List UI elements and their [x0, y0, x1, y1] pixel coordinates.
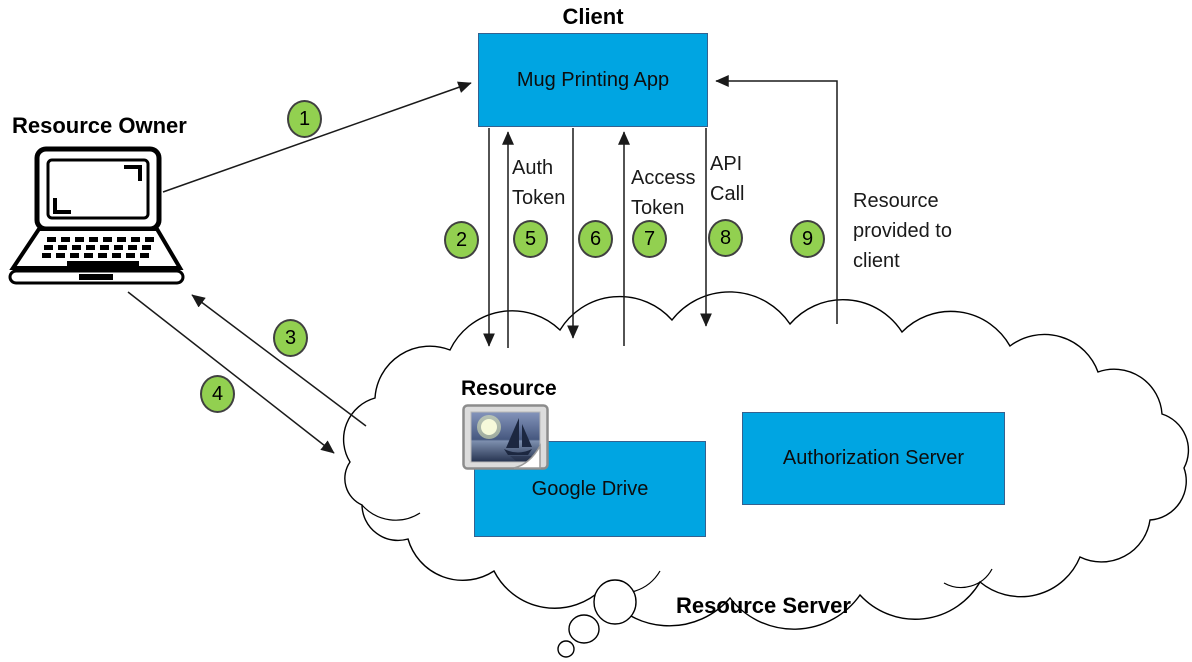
- resource-server-title: Resource Server: [676, 593, 851, 618]
- step-circle-4: 4: [200, 375, 235, 413]
- client-app-label: Mug Printing App: [516, 68, 670, 91]
- auth-token-label: Auth Token: [512, 157, 566, 209]
- page-fold: [513, 443, 541, 469]
- step-circle-7: 7: [632, 220, 667, 258]
- arrow-9: [715, 75, 838, 324]
- step-circle-8: 8: [708, 219, 743, 257]
- authorization-server-label: Authorization Server: [782, 447, 965, 469]
- step-circle-6: 6: [578, 220, 613, 258]
- step-number: 9: [801, 227, 814, 250]
- step-number: 3: [284, 326, 297, 349]
- step-number: 7: [643, 227, 656, 250]
- client-app-box: Mug Printing App: [478, 33, 708, 127]
- step-circle-3: 3: [273, 319, 308, 357]
- step-circle-5: 5: [513, 220, 548, 258]
- flow-arrows: [127, 75, 838, 454]
- step-circle-2: 2: [444, 221, 479, 259]
- step-number: 5: [524, 227, 537, 250]
- api-call-label: API Call: [710, 153, 745, 205]
- step-number: 6: [589, 227, 602, 250]
- authorization-server-box: Authorization Server: [742, 412, 1005, 505]
- client-title: Client: [562, 4, 624, 29]
- arrow-3: [191, 294, 367, 427]
- access-token-label: Access Token: [631, 167, 696, 219]
- step-circle-9: 9: [790, 220, 825, 258]
- arrow-1: [162, 81, 472, 193]
- step-number: 8: [719, 226, 732, 249]
- resource-provided-label: Resource provided to client: [853, 190, 952, 272]
- step-number: 2: [455, 228, 468, 251]
- arrow-4: [127, 291, 335, 454]
- thought-bubbles: [557, 579, 637, 658]
- laptop-icon: [8, 146, 185, 285]
- step-circle-1: 1: [287, 100, 322, 138]
- resource-title: Resource: [461, 377, 557, 400]
- step-number: 1: [298, 107, 311, 130]
- google-drive-label: Google Drive: [531, 477, 649, 500]
- step-number: 4: [211, 382, 224, 405]
- sailboat-silhouette: [504, 418, 540, 461]
- resource-owner-title: Resource Owner: [12, 113, 187, 138]
- picture-icon: [462, 404, 549, 470]
